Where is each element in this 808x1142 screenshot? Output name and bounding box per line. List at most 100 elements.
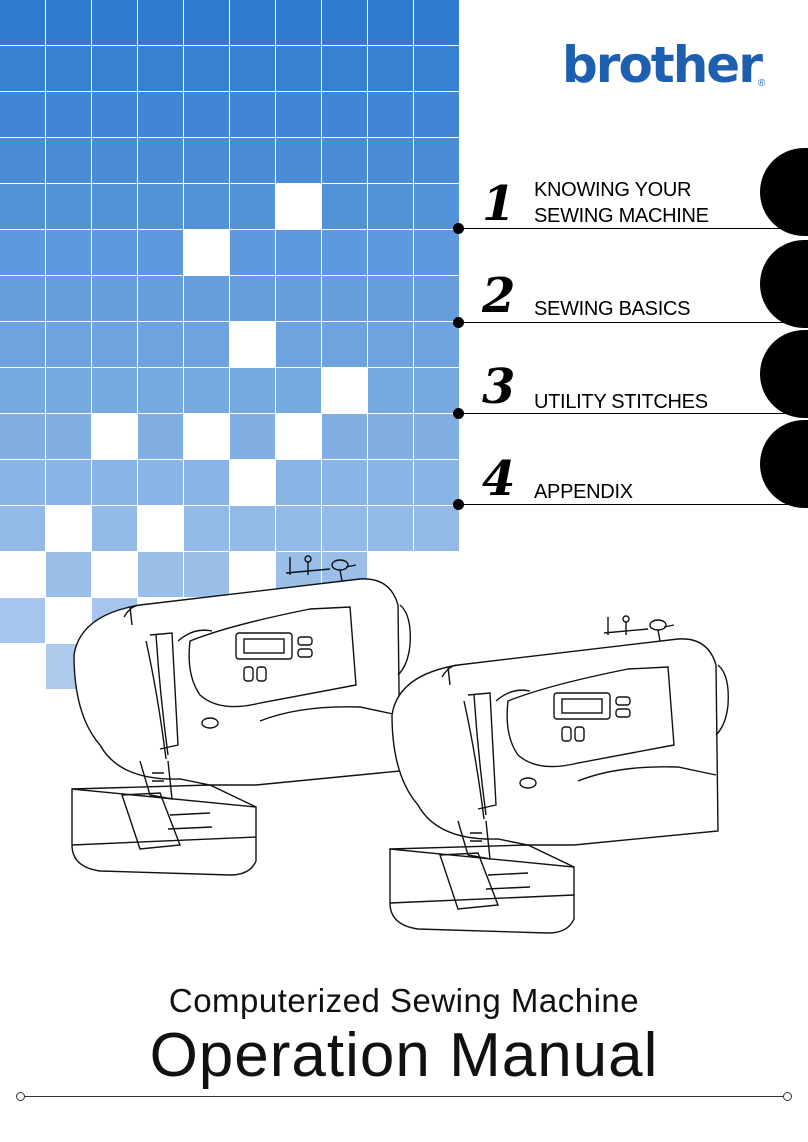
grid-tile	[138, 460, 183, 505]
grid-tile	[138, 506, 183, 551]
grid-tile	[46, 460, 91, 505]
grid-tile	[92, 460, 137, 505]
grid-tile	[368, 138, 413, 183]
brother-logo: brother	[562, 36, 763, 94]
grid-tile	[92, 506, 137, 551]
grid-tile	[276, 368, 321, 413]
grid-tile	[276, 322, 321, 367]
grid-tile	[46, 414, 91, 459]
grid-tile	[276, 460, 321, 505]
grid-tile	[414, 368, 459, 413]
grid-tile	[368, 46, 413, 91]
sewing-machine-left	[71, 555, 411, 876]
grid-tile	[414, 230, 459, 275]
grid-tile	[46, 230, 91, 275]
grid-tile	[230, 184, 275, 229]
grid-tile	[92, 46, 137, 91]
grid-tile	[0, 322, 45, 367]
grid-tile	[322, 276, 367, 321]
grid-tile	[0, 690, 45, 735]
chapter-3-title[interactable]: UTILITY STITCHES	[534, 391, 708, 413]
grid-tile	[184, 368, 229, 413]
chapter-4-title[interactable]: APPENDIX	[534, 481, 633, 503]
chapter-2-tab[interactable]	[760, 240, 808, 328]
grid-tile	[276, 414, 321, 459]
chapter-4-bullet	[453, 499, 464, 510]
grid-tile	[138, 276, 183, 321]
grid-tile	[0, 506, 45, 551]
grid-tile	[368, 506, 413, 551]
grid-tile	[138, 46, 183, 91]
grid-tile	[138, 230, 183, 275]
grid-tile	[138, 184, 183, 229]
grid-tile	[46, 736, 91, 781]
grid-tile	[276, 46, 321, 91]
grid-tile	[368, 230, 413, 275]
grid-tile	[0, 46, 45, 91]
grid-tile	[138, 322, 183, 367]
grid-tile	[276, 506, 321, 551]
chapter-3-bullet	[453, 408, 464, 419]
grid-tile	[230, 0, 275, 45]
grid-tile	[230, 414, 275, 459]
grid-tile	[0, 230, 45, 275]
sewing-machines-illustration	[71, 555, 729, 934]
grid-tile	[92, 552, 137, 597]
grid-tile	[368, 184, 413, 229]
grid-tile	[0, 184, 45, 229]
grid-tile	[322, 414, 367, 459]
grid-tile	[46, 506, 91, 551]
grid-tile	[92, 0, 137, 45]
grid-tile	[184, 230, 229, 275]
grid-tile	[414, 138, 459, 183]
grid-tile	[276, 0, 321, 45]
grid-tile	[230, 322, 275, 367]
chapter-1-number[interactable]: 1	[482, 176, 516, 232]
grid-tile	[414, 92, 459, 137]
chapter-2-title[interactable]: SEWING BASICS	[534, 298, 691, 320]
grid-tile	[322, 368, 367, 413]
grid-tile	[230, 276, 275, 321]
grid-tile	[184, 0, 229, 45]
grid-tile	[184, 460, 229, 505]
grid-tile	[414, 46, 459, 91]
grid-tile	[184, 506, 229, 551]
grid-tile	[414, 322, 459, 367]
chapter-1-title-line1[interactable]: KNOWING YOUR	[534, 179, 692, 201]
chapter-3-tab[interactable]	[760, 330, 808, 418]
chapter-2-bullet	[453, 317, 464, 328]
grid-tile	[184, 138, 229, 183]
grid-tile	[368, 0, 413, 45]
chapter-4-tab[interactable]	[760, 420, 808, 508]
grid-tile	[0, 0, 45, 45]
grid-tile	[322, 0, 367, 45]
grid-tile	[92, 184, 137, 229]
grid-tile	[46, 368, 91, 413]
grid-tile	[184, 276, 229, 321]
grid-tile	[0, 92, 45, 137]
grid-tile	[322, 184, 367, 229]
chapter-1-tab[interactable]	[760, 148, 808, 236]
grid-tile	[138, 138, 183, 183]
chapter-4-number[interactable]: 4	[482, 451, 516, 507]
chapter-1-bullet	[453, 223, 464, 234]
grid-tile	[368, 276, 413, 321]
grid-tile	[46, 184, 91, 229]
grid-tile	[322, 92, 367, 137]
chapter-3-number[interactable]: 3	[482, 359, 516, 415]
grid-tile	[276, 138, 321, 183]
bottom-rule	[20, 1096, 788, 1097]
grid-tile	[0, 598, 45, 643]
grid-tile	[184, 552, 229, 597]
grid-tile	[0, 276, 45, 321]
grid-tile	[0, 736, 45, 781]
chapter-2-number[interactable]: 2	[482, 268, 516, 324]
grid-tile	[230, 46, 275, 91]
chapter-1-title-line2[interactable]: SEWING MACHINE	[534, 205, 709, 227]
chapter-4-rule	[460, 504, 808, 505]
grid-tile	[276, 92, 321, 137]
grid-tile	[0, 552, 45, 597]
grid-tile	[368, 368, 413, 413]
grid-tile	[92, 414, 137, 459]
grid-tile	[184, 322, 229, 367]
